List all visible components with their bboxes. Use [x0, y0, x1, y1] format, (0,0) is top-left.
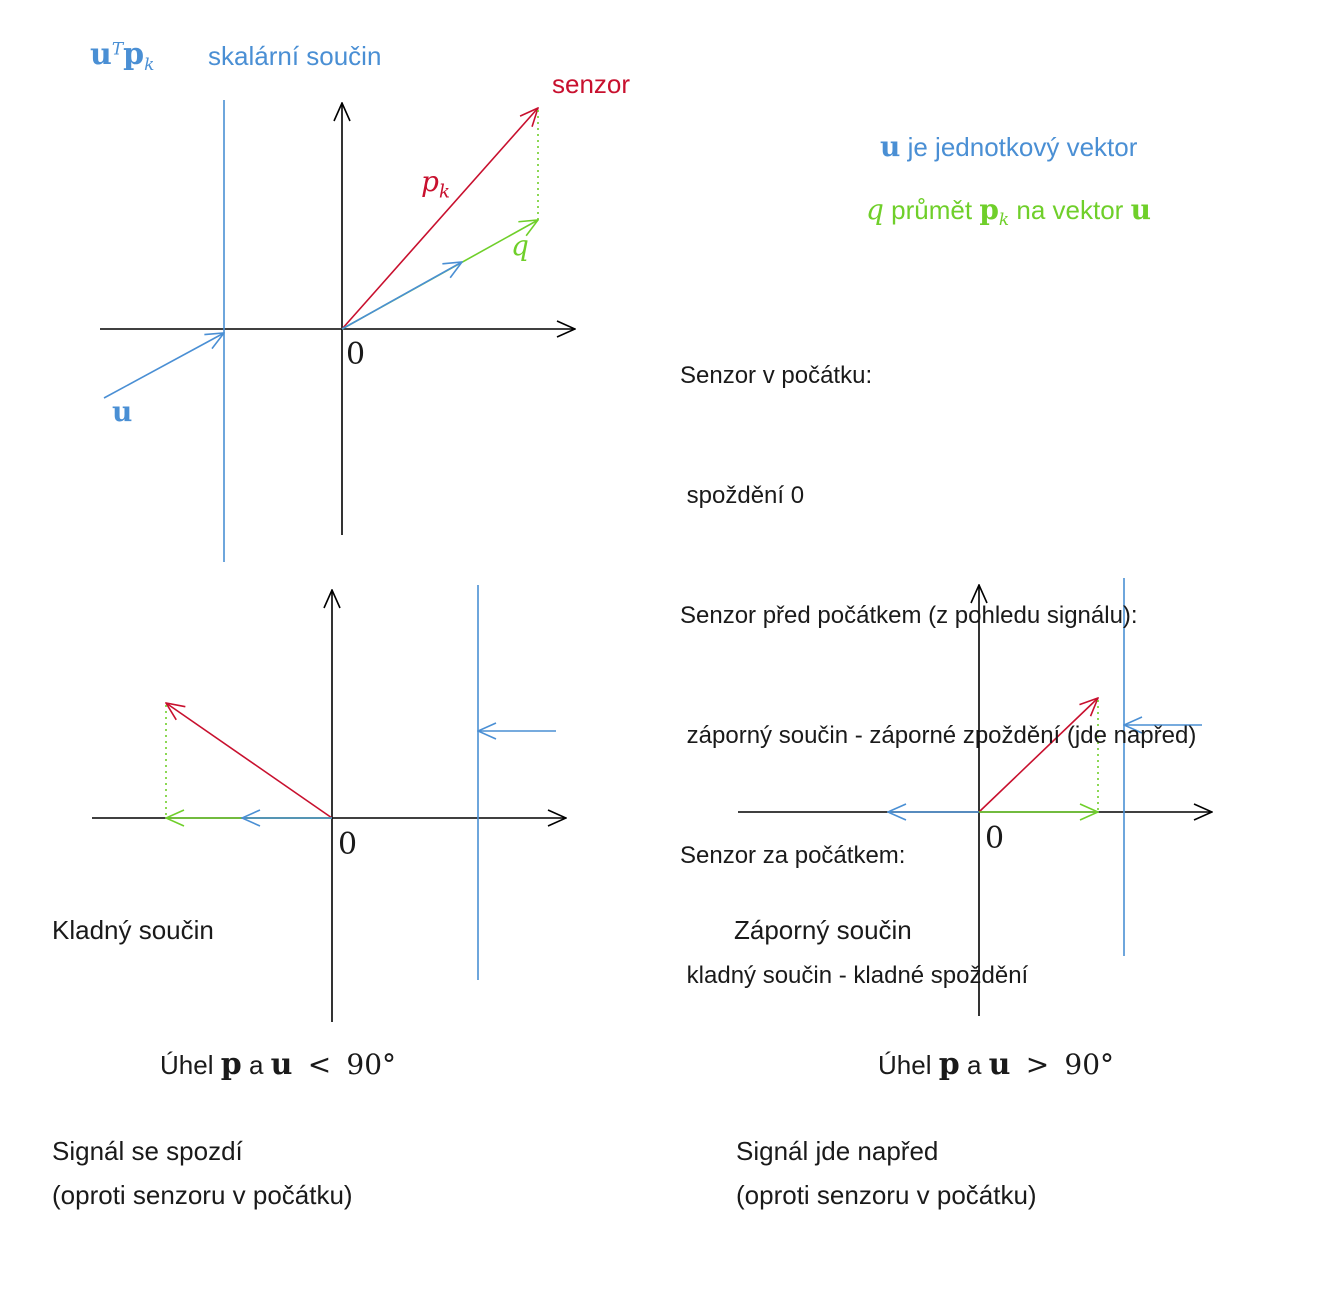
left-angle-prefix: Úhel	[160, 1050, 214, 1080]
pk-k: k	[438, 181, 450, 203]
right-angle-rel: >	[1025, 1048, 1050, 1081]
explanation-line: Senzor za počátkem:	[680, 842, 906, 869]
left-p-vector	[166, 703, 333, 819]
right-angle-a: a	[966, 1050, 982, 1080]
legend-q-p: p	[979, 193, 999, 226]
right-angle-label: Úhel p a u > 90°	[878, 1050, 1114, 1080]
title-p-symbol: p	[123, 37, 145, 72]
legend-q-u: u	[1130, 193, 1151, 226]
left-diagram	[92, 585, 566, 1022]
pk-label: pk	[421, 168, 450, 202]
top-origin-label: 0	[346, 337, 366, 372]
right-angle-val: 90°	[1064, 1048, 1115, 1081]
pk-p: p	[421, 165, 439, 198]
legend-u: u je jednotkový vektor	[880, 133, 1137, 161]
right-origin-label: 0	[985, 821, 1005, 856]
left-angle-val: 90°	[346, 1048, 397, 1081]
right-angle-prefix: Úhel	[878, 1050, 932, 1080]
left-product-label: Kladný součin	[52, 915, 214, 945]
legend-q-text2: na vektor	[1016, 195, 1124, 225]
right-signal-line2: (oproti senzoru v počátku)	[736, 1180, 1037, 1210]
legend-u-text: je jednotkový vektor	[907, 132, 1138, 162]
right-p-vector	[978, 698, 1098, 813]
explanation-line: kladný součin - kladné spoždění	[680, 962, 1029, 989]
explanation-line: Senzor před počátkem (z pohledu signálu)…	[680, 602, 1138, 629]
right-signal-line1: Signál jde napřed	[736, 1136, 939, 1166]
top-u-vector	[103, 333, 224, 399]
left-angle-a: a	[248, 1050, 264, 1080]
u-label: u	[112, 395, 133, 428]
senzor-label: senzor	[552, 69, 631, 99]
title-u-symbol: u	[90, 37, 112, 72]
q-label: q	[511, 229, 529, 262]
legend-u-symbol: u	[880, 130, 901, 163]
left-angle-rel: <	[307, 1048, 332, 1081]
legend-q-text: průmět	[891, 195, 973, 225]
right-product-label: Záporný součin	[734, 915, 912, 945]
legend-q-k: k	[998, 209, 1010, 230]
explanation-line: Senzor v počátku:	[680, 362, 873, 389]
left-angle-label: Úhel p a u < 90°	[160, 1050, 396, 1080]
explanation-block: Senzor v počátku: spoždění 0 Senzor před…	[680, 276, 1196, 1036]
explanation-line: záporný součin - záporné zpoždění (jde n…	[680, 722, 1197, 749]
left-angle-u: u	[270, 1047, 293, 1082]
top-pk-vector	[341, 108, 538, 330]
top-diagram	[100, 100, 575, 562]
legend-q: q průmět pk na vektor u	[866, 196, 1151, 228]
explanation-line: spoždění 0	[680, 482, 805, 509]
title-T-superscript: T	[111, 38, 124, 59]
title-formula: uTpk	[90, 40, 154, 73]
top-u-unit-vector	[341, 262, 462, 330]
legend-q-symbol: q	[866, 193, 884, 226]
left-signal-line1: Signál se spozdí	[52, 1136, 243, 1166]
right-angle-u: u	[988, 1047, 1011, 1082]
left-angle-p: p	[220, 1047, 242, 1082]
right-angle-p: p	[938, 1047, 960, 1082]
title-text: skalární součin	[208, 41, 382, 71]
right-diagram	[738, 578, 1212, 1016]
title-k-subscript: k	[144, 54, 155, 75]
left-origin-label: 0	[338, 827, 358, 862]
left-signal-line2: (oproti senzoru v počátku)	[52, 1180, 353, 1210]
